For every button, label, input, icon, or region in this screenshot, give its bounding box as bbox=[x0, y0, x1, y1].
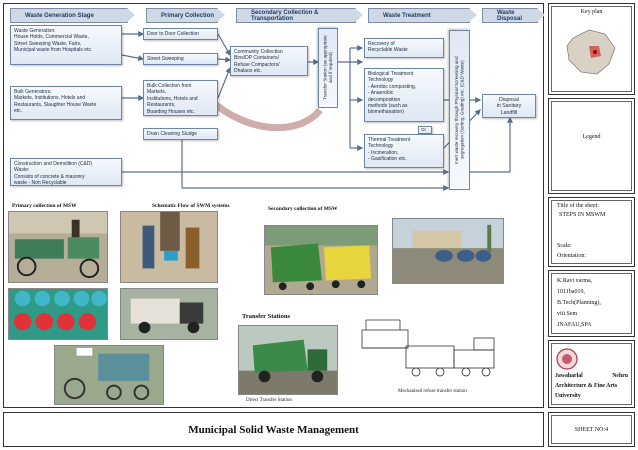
photo-color-bins bbox=[8, 288, 108, 340]
stage-header-primary: Primary Collection bbox=[146, 8, 225, 23]
university-line: Architecture & Fine Arts bbox=[555, 383, 618, 389]
photo-tricycle-carts bbox=[8, 211, 108, 283]
mechanised-transfer-caption: Mechanised refuse transfer station bbox=[398, 389, 467, 394]
secondary-community-bins-box: Community Collection Bins/DP Containers/… bbox=[230, 46, 308, 76]
transfer-stations-label: Transfer Stations bbox=[242, 313, 290, 320]
treatment-recovery-box: Recovery of Recyclable Waste bbox=[364, 38, 444, 58]
photo-schematic-people bbox=[120, 211, 218, 283]
key-plan-title: Key plan bbox=[580, 9, 603, 15]
secondary-collection-label: Secondary collection of MSW bbox=[268, 206, 338, 212]
sheet-title-label: Title of the sheet: bbox=[557, 203, 599, 209]
scale-label: Scale: bbox=[557, 243, 572, 249]
treatment-thermal-box: Thermal Treatment Technology - Incinerat… bbox=[364, 134, 444, 168]
source-household-box: Waste Generation: House Holds, Commercia… bbox=[10, 25, 122, 65]
treatment-biological-box: Biological Treatment Technology - Aerobi… bbox=[364, 68, 444, 122]
direct-transfer-caption: Direct Transfer Station bbox=[246, 398, 292, 403]
photo-street-bins bbox=[392, 218, 504, 284]
or-label: Or bbox=[418, 126, 432, 134]
photo-secondary-bins bbox=[264, 225, 378, 295]
primary-door-to-door-box: Door to Door Collection bbox=[143, 28, 218, 40]
sheet-number-panel: SHEET NO:4 bbox=[548, 412, 635, 447]
source-bulk-box: Bulk Generators: Markets, Institutions, … bbox=[10, 86, 122, 120]
key-plan-map bbox=[566, 29, 616, 75]
legend-panel: Legend bbox=[548, 98, 635, 194]
author-line: B.Tech(Planning), bbox=[557, 300, 601, 306]
photo-tricycle-bin bbox=[54, 345, 164, 405]
sheet-title-value: STEPS IN MSWM bbox=[559, 212, 606, 218]
university-line: Jawaharlal Nehru bbox=[555, 373, 628, 379]
photo-direct-transfer bbox=[238, 325, 338, 395]
primary-collection-label: Primary collection of MSW bbox=[12, 203, 77, 209]
stage-header-disposal: Waste Disposal bbox=[482, 8, 545, 23]
transfer-station-box: Transfer Station (as appropriate and if … bbox=[318, 28, 338, 108]
legend-title: Legend bbox=[582, 134, 601, 140]
sheet-number: SHEET NO:4 bbox=[574, 427, 609, 433]
inert-recovery-box: Inert waste recovery through Physical Sc… bbox=[449, 30, 470, 190]
stage-header-generation: Waste Generation Stage bbox=[10, 8, 135, 23]
primary-bulk-collection-box: Bulk Collection from Markets, Institutio… bbox=[143, 80, 218, 116]
author-line: 1011ba019, bbox=[557, 289, 585, 295]
author-panel: K.Ravi varma, 1011ba019, B.Tech(Planning… bbox=[548, 270, 635, 337]
university-line: University bbox=[555, 393, 581, 399]
stage-header-treatment: Waste Treatment bbox=[368, 8, 477, 23]
photo-auto-tipper bbox=[120, 288, 218, 340]
source-cd-waste-box: Construction and Demolition (C&D) Waste:… bbox=[10, 158, 122, 186]
stage-header-secondary: Secondary Collection & Transportation bbox=[236, 8, 363, 23]
main-title-panel: Municipal Solid Waste Management bbox=[3, 412, 544, 447]
primary-street-sweeping-box: Street Sweeping bbox=[143, 53, 218, 65]
author-line: JNAFAU,SPA bbox=[557, 322, 592, 328]
orientation-label: Orientation: bbox=[557, 253, 586, 259]
sheet-title-panel: Title of the sheet: STEPS IN MSWM Scale:… bbox=[548, 197, 635, 267]
disposal-landfill-box: Disposal in Sanitary Landfill bbox=[482, 94, 536, 118]
primary-drain-sludge-box: Drain Cleaning Sludge bbox=[143, 128, 218, 140]
schematic-flow-label: Schematic Flow of SWM systems bbox=[152, 203, 230, 209]
university-logo bbox=[556, 348, 578, 370]
author-line: viii Sem bbox=[557, 311, 578, 317]
main-title: Municipal Solid Waste Management bbox=[188, 423, 359, 436]
author-line: K.Ravi varma, bbox=[557, 278, 593, 284]
photo-mechanised-transfer bbox=[356, 310, 504, 386]
university-panel: Jawaharlal Nehru Architecture & Fine Art… bbox=[548, 340, 635, 408]
key-plan-panel: Key plan bbox=[548, 3, 635, 95]
